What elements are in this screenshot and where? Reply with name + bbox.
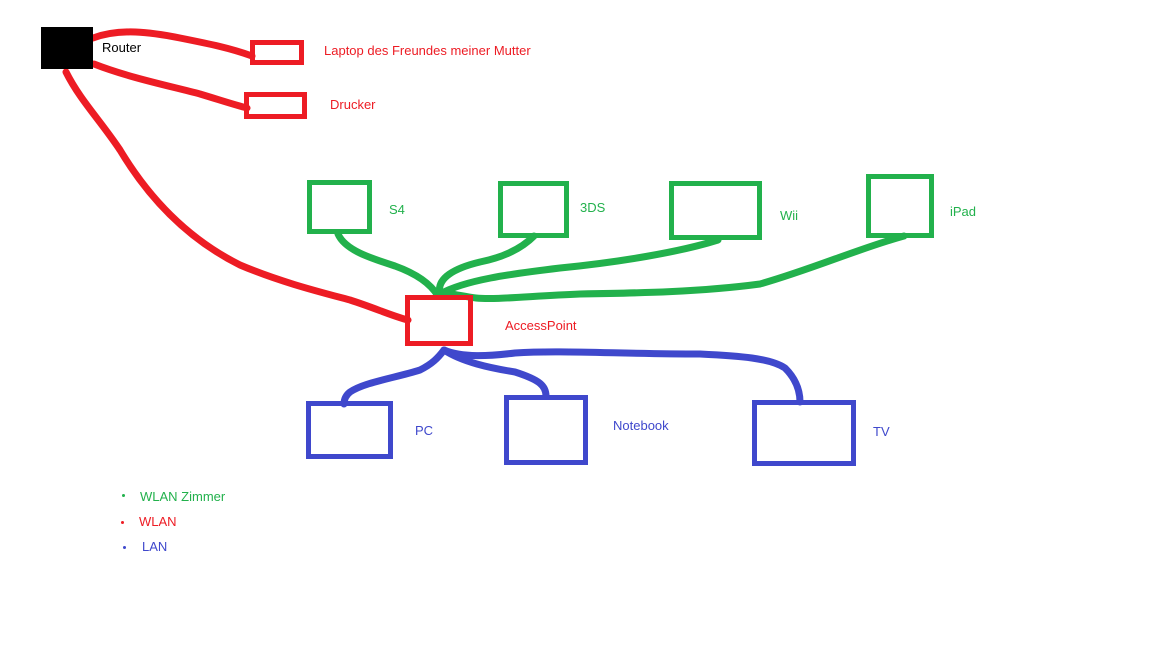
wii-label: Wii: [780, 208, 799, 223]
wire-s4-accesspoint: [334, 230, 442, 300]
s4-box: [307, 180, 372, 234]
laptop-box: [250, 40, 304, 65]
legend-dot-lan: [123, 546, 126, 549]
accesspoint-box: [405, 295, 473, 346]
3ds-box: [498, 181, 569, 238]
legend-label-wlan: WLAN: [139, 514, 177, 529]
ipad-label: iPad: [950, 204, 977, 219]
wii-box: [669, 181, 762, 240]
legend-dot-wlan: [121, 521, 124, 524]
drucker-box: [244, 92, 307, 119]
tv-box: [752, 400, 856, 466]
wire-router-drucker: [90, 60, 251, 112]
legend-label-lan: LAN: [142, 539, 168, 554]
wire-wii-accesspoint: [436, 236, 722, 298]
pc-label: PC: [415, 423, 434, 438]
3ds-label: 3DS: [580, 200, 606, 215]
pc-box: [306, 401, 393, 459]
wire-3ds-accesspoint: [436, 232, 538, 298]
wire-accesspoint-tv: [440, 346, 804, 406]
wire-router-laptop: [89, 28, 256, 60]
notebook-box: [504, 395, 588, 465]
wire-accesspoint-pc: [340, 346, 448, 408]
wire-accesspoint-notebook: [440, 346, 550, 400]
wire-router-accesspoint: [62, 68, 412, 324]
accesspoint-label: AccessPoint: [505, 318, 577, 333]
drucker-label: Drucker: [330, 97, 376, 112]
ipad-box: [866, 174, 934, 238]
router-box: [41, 27, 93, 69]
notebook-label: Notebook: [613, 418, 669, 433]
laptop-label: Laptop des Freundes meiner Mutter: [324, 43, 531, 58]
wire-ipad-accesspoint: [436, 232, 908, 303]
legend-dot-wlan-zimmer: [122, 494, 125, 497]
s4-label: S4: [389, 202, 405, 217]
router-label: Router: [102, 40, 142, 55]
legend-label-wlan-zimmer: WLAN Zimmer: [140, 489, 226, 504]
tv-label: TV: [873, 424, 890, 439]
